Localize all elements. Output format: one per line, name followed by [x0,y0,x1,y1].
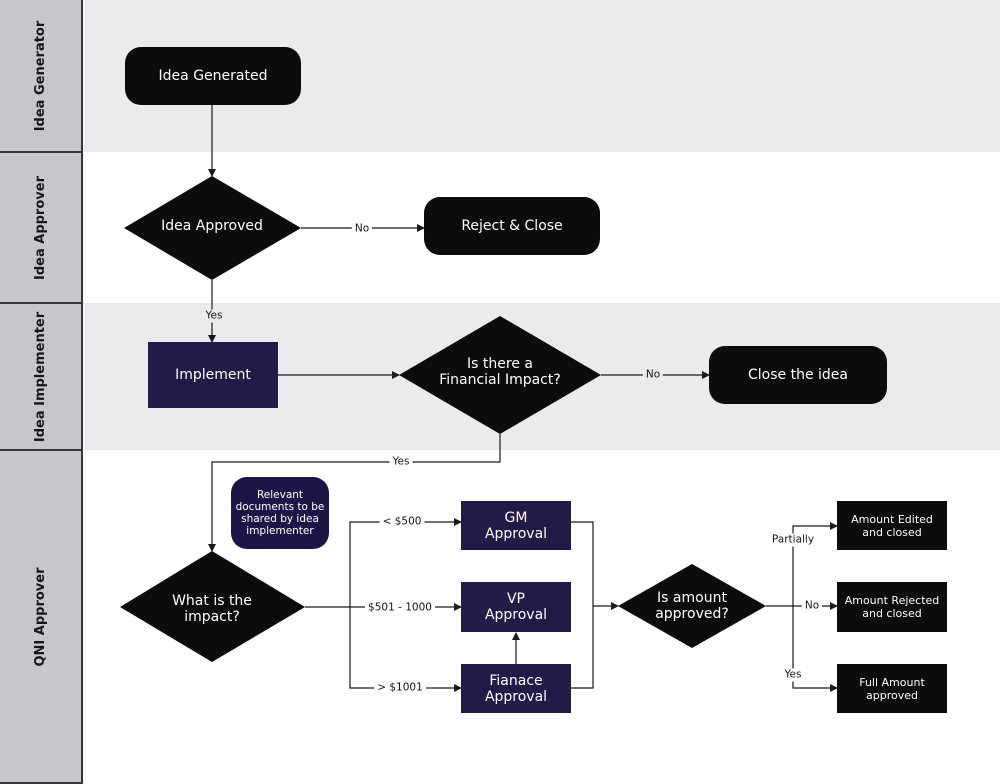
node-reject-close: Reject & Close [424,197,600,255]
lane-header-idea-approver: Idea Approver [0,153,83,304]
node-amount-rejected: Amount Rejected and closed [837,582,947,632]
decision-amount-approved [618,564,766,648]
amount-approved-label: Is amount approved? [655,590,729,622]
edge-lt500 [349,518,462,607]
node-label: Amount Edited and closed [851,512,933,539]
node-label: Fianace Approval [484,672,548,705]
edge-label-amount-no: No [801,599,823,613]
node-label: VP Approval [484,591,548,623]
node-finance-approval: Fianace Approval [461,664,571,713]
note-text: Relevant documents to be shared by idea … [235,489,325,537]
edge-gt1001 [349,607,462,692]
edge-label-gt1001: > $1001 [374,681,426,695]
edge-label-approved-no: No [351,222,373,236]
node-label: Idea Generated [158,68,268,84]
what-impact-label: What is the impact? [172,593,252,625]
node-label: Implement [175,367,251,383]
edge-label-approved-yes: Yes [202,309,226,323]
edge-label-lt500: < $500 [379,515,425,529]
edge-label-partially: Partially [768,533,818,547]
edge-amount-yes [792,606,838,692]
node-label: Amount Rejected and closed [844,594,940,620]
lane-header-qni-approver: QNI Approver [0,451,83,784]
node-amount-edited: Amount Edited and closed [837,501,947,550]
node-full-amount: Full Amount approved [837,664,947,713]
decision-idea-approved [124,176,301,280]
node-gm-approval: GM Approval [461,501,571,550]
node-vp-approval: VP Approval [461,582,571,632]
financial-impact-label: Is there a Financial Impact? [439,356,561,388]
node-close-idea: Close the idea [709,346,887,404]
node-label: GM Approval [484,509,548,542]
decision-what-impact [120,551,305,662]
node-implement: Implement [148,342,278,408]
edge-label-impact-no: No [642,368,664,382]
node-label: Close the idea [748,367,848,383]
node-label: Reject & Close [461,218,563,234]
lane-header-idea-implementer: Idea Implementer [0,304,83,451]
edge-label-impact-yes: Yes [389,455,413,469]
edge-label-amount-yes: Yes [781,668,805,682]
note-relevant-documents: Relevant documents to be shared by idea … [231,477,329,549]
edge-impact-yes [208,434,501,552]
node-idea-generated: Idea Generated [125,47,301,105]
idea-approved-label: Idea Approved [161,218,263,234]
node-label: Full Amount approved [859,675,925,702]
edge-label-501-1000: $501 - 1000 [365,601,435,615]
edge-gm-merge [571,521,594,689]
edge-partially [792,522,838,606]
lane-header-idea-generator: Idea Generator [0,0,83,153]
decision-financial-impact [399,316,601,434]
